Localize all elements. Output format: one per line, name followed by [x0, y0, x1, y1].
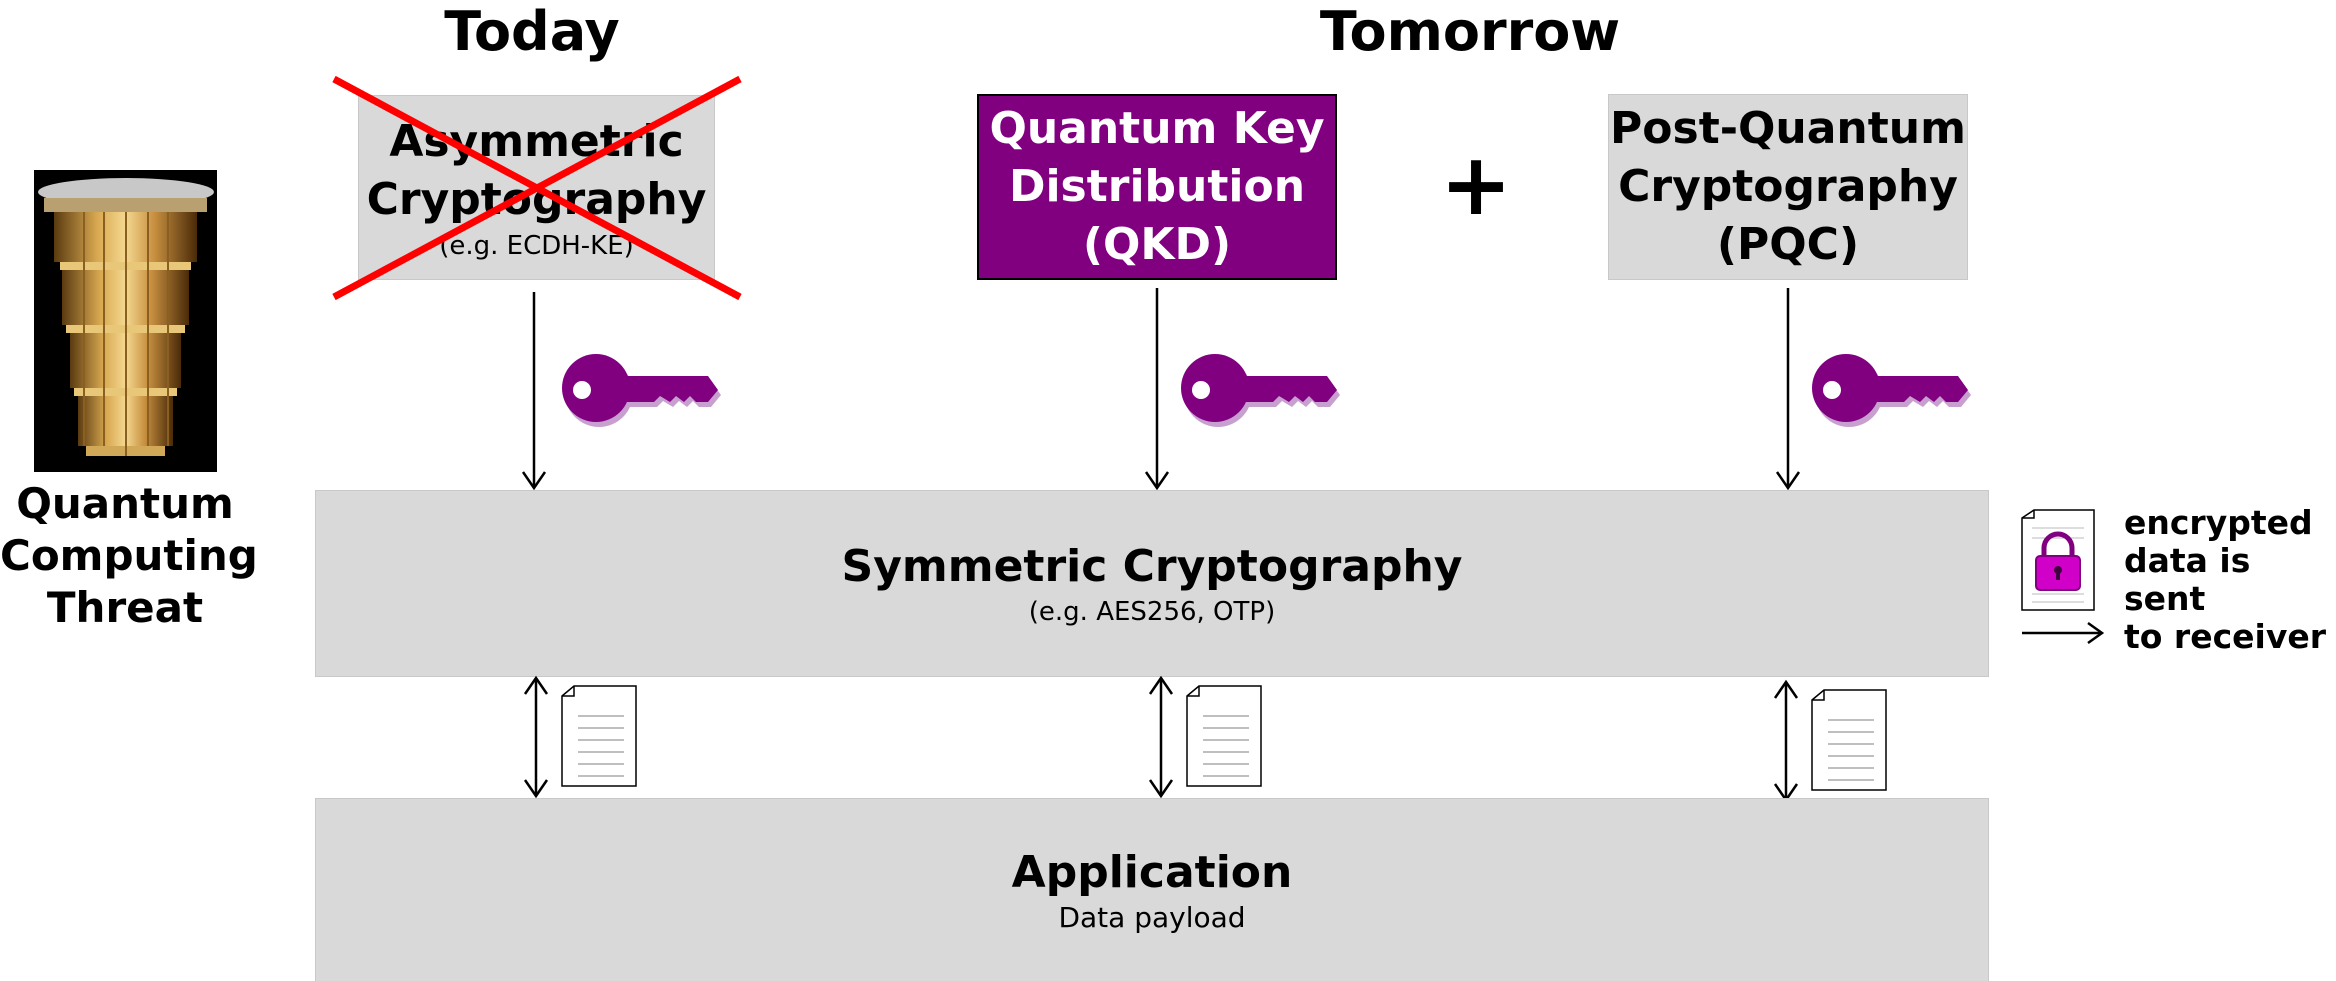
- cross-mark: [332, 75, 742, 301]
- pqc-line-3: (PQC): [1716, 219, 1860, 270]
- asymmetric-line-2: Cryptography: [366, 173, 707, 225]
- symmetric-crypto-box: Symmetric Cryptography (e.g. AES256, OTP…: [315, 490, 1989, 677]
- threat-line-1: Quantum: [16, 479, 234, 528]
- arrow-asymmetric-to-symmetric: [521, 292, 547, 491]
- symmetric-title: Symmetric Cryptography: [841, 540, 1463, 592]
- application-subtitle: Data payload: [1058, 901, 1246, 934]
- document-icon: [1186, 685, 1262, 787]
- qkd-line-2: Distribution: [1008, 161, 1306, 212]
- key-icon: [1181, 354, 1340, 427]
- threat-label: Quantum Computing Threat: [0, 478, 258, 634]
- application-title: Application: [1011, 847, 1293, 898]
- encrypted-note: encrypted data is sent to receiver: [2124, 504, 2334, 656]
- bidirectional-arrow: [1773, 679, 1799, 803]
- qkd-box: Quantum Key Distribution (QKD): [977, 94, 1337, 280]
- qkd-line-3: (QKD): [1082, 219, 1232, 270]
- document-icon: [1811, 689, 1887, 791]
- asymmetric-line-1: Asymmetric: [389, 115, 684, 167]
- heading-tomorrow: Tomorrow: [1319, 0, 1621, 63]
- qkd-line-1: Quantum Key: [989, 103, 1325, 154]
- bidirectional-arrow: [1148, 675, 1174, 799]
- lock-icon: [2021, 509, 2095, 611]
- send-arrow: [2022, 621, 2105, 645]
- asymmetric-example: (e.g. ECDH-KE): [439, 230, 634, 261]
- bidirectional-arrow: [523, 675, 549, 799]
- encrypted-note-line-2: data is sent: [2124, 541, 2251, 618]
- pqc-box: Post-Quantum Cryptography (PQC): [1608, 94, 1968, 280]
- encrypted-note-line-1: encrypted: [2124, 503, 2313, 542]
- document-icon: [561, 685, 637, 787]
- pqc-line-1: Post-Quantum: [1610, 103, 1966, 154]
- plus-sign: +: [1440, 135, 1513, 235]
- quantum-computer-image: [34, 170, 217, 472]
- key-icon: [1812, 354, 1971, 427]
- key-icon: [562, 354, 721, 427]
- heading-today: Today: [444, 0, 620, 63]
- arrow-pqc-to-symmetric: [1775, 288, 1801, 491]
- threat-line-3: Threat: [46, 583, 204, 632]
- threat-line-2: Computing: [0, 531, 258, 580]
- arrow-qkd-to-symmetric: [1144, 288, 1170, 491]
- symmetric-example: (e.g. AES256, OTP): [1028, 596, 1276, 627]
- pqc-line-2: Cryptography: [1618, 161, 1958, 212]
- encrypted-note-line-3: to receiver: [2124, 617, 2327, 656]
- application-box: Application Data payload: [315, 798, 1989, 981]
